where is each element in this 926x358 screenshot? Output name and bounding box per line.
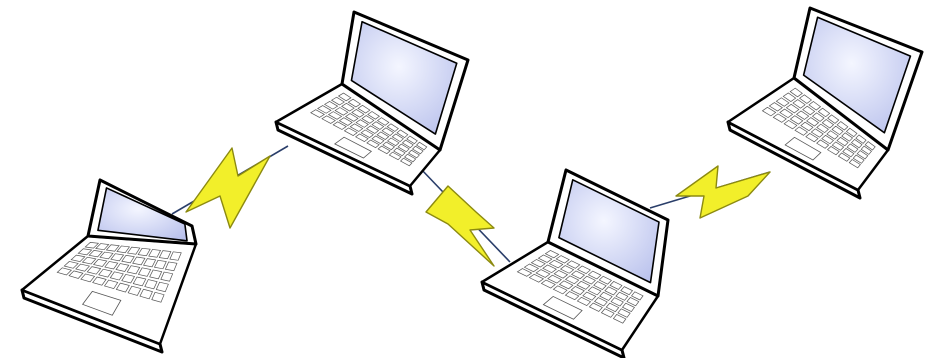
laptop-icon [482, 170, 668, 358]
links-layer [172, 146, 770, 266]
wireless-link-3 [650, 166, 770, 218]
wireless-link-1 [172, 146, 288, 228]
lightning-bolt-icon [676, 166, 770, 218]
laptop-icon [22, 180, 196, 352]
lightning-bolt-icon [186, 148, 270, 228]
lightning-bolt-icon [426, 186, 494, 266]
wireless-link-2 [420, 168, 510, 266]
laptop-icon [276, 12, 468, 194]
nodes-layer [22, 8, 922, 358]
laptop-icon [728, 8, 922, 198]
